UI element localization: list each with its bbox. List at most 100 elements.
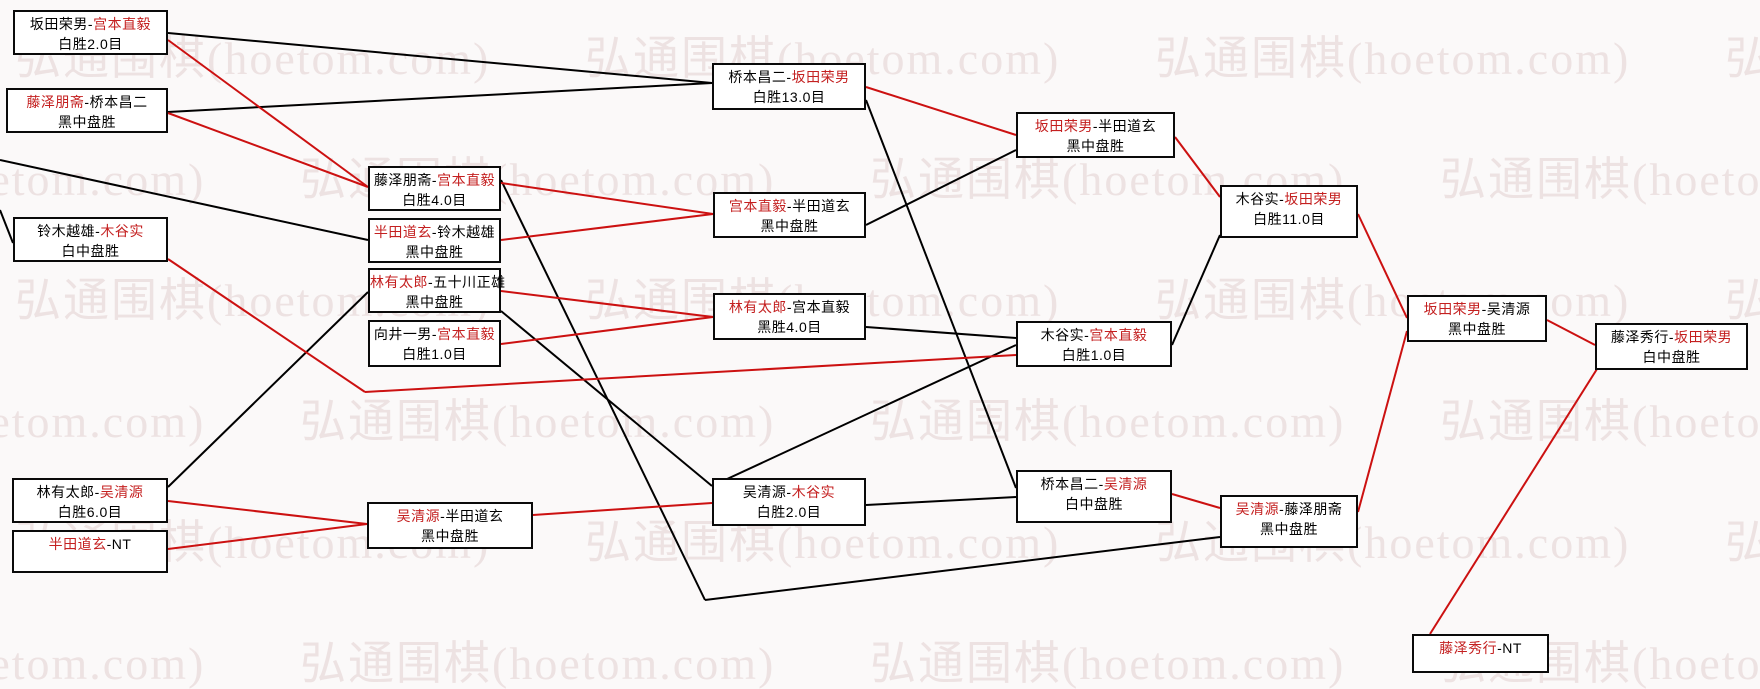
match-players: 坂田荣男-半田道玄 bbox=[1018, 116, 1173, 136]
connector-line-black bbox=[704, 536, 1221, 601]
player-name: 宫本直毅 bbox=[728, 198, 787, 214]
match-box: 坂田荣男-半田道玄黑中盘胜 bbox=[1016, 112, 1175, 158]
match-result: 白中盘胜 bbox=[61, 243, 120, 259]
connector-line-black bbox=[167, 291, 369, 488]
player-separator: - bbox=[786, 198, 793, 214]
connector-line-black bbox=[167, 32, 713, 84]
match-result: 白中盘胜 bbox=[1642, 349, 1701, 365]
watermark-text: 弘通围棋(hoetom.com) bbox=[1725, 33, 1760, 84]
player-name: 坂田荣男 bbox=[1423, 301, 1482, 317]
match-players: 藤泽秀行-NT bbox=[1414, 638, 1547, 658]
player-name: 木谷实 bbox=[791, 484, 836, 500]
connector-line-red bbox=[865, 86, 1017, 136]
match-result: 黑中盘胜 bbox=[58, 114, 116, 130]
player-name: 坂田荣男 bbox=[1284, 191, 1343, 207]
watermark-text: 弘通围棋(hoetom.com) bbox=[300, 638, 776, 689]
match-players: 木谷实-坂田荣男 bbox=[1222, 189, 1356, 209]
match-result: 白胜6.0目 bbox=[57, 504, 123, 520]
player-name: 宫本直毅 bbox=[1089, 327, 1148, 343]
connector-line-red bbox=[1357, 330, 1408, 513]
match-box: 木谷实-宫本直毅白胜1.0目 bbox=[1016, 321, 1172, 367]
match-players: 林有太郎-吴清源 bbox=[14, 482, 166, 502]
player-name: 林有太郎 bbox=[36, 484, 95, 500]
player-name: NT bbox=[111, 536, 132, 552]
match-players: 坂田荣男-吴清源 bbox=[1409, 299, 1545, 319]
player-name: 宫本直毅 bbox=[93, 16, 152, 32]
match-result: 白胜1.0目 bbox=[402, 346, 467, 362]
match-box: 宫本直毅-半田道玄黑中盘胜 bbox=[713, 192, 866, 238]
player-separator: - bbox=[1098, 476, 1104, 492]
player-name: 藤泽秀行 bbox=[1610, 329, 1669, 345]
match-result: 黑中盘胜 bbox=[1066, 138, 1125, 154]
match-players: 桥本昌二-吴清源 bbox=[1018, 474, 1170, 494]
match-players: 宫本直毅-半田道玄 bbox=[715, 196, 864, 216]
match-players: 吴清源-藤泽朋斋 bbox=[1222, 499, 1356, 519]
player-name: 吴清源 bbox=[99, 484, 144, 500]
player-separator: - bbox=[1279, 191, 1285, 207]
match-players: 吴清源-木谷实 bbox=[714, 482, 864, 502]
connector-line-red bbox=[532, 502, 713, 516]
player-name: 木谷实 bbox=[1040, 327, 1085, 343]
player-separator: - bbox=[1092, 118, 1099, 134]
connector-line-red bbox=[364, 354, 1017, 393]
match-players: 林有太郎-五十川正雄 bbox=[370, 272, 505, 292]
player-name: 吴清源 bbox=[742, 484, 787, 500]
match-result: 白胜2.0目 bbox=[756, 504, 822, 520]
match-result: 白中盘胜 bbox=[1065, 496, 1123, 512]
match-box: 藤泽秀行-坂田荣男白中盘胜 bbox=[1595, 323, 1748, 370]
connector-line-red bbox=[500, 182, 714, 215]
watermark-text: 弘通围棋(hoetom.com) bbox=[0, 638, 206, 689]
match-result: 白胜2.0目 bbox=[58, 36, 123, 52]
match-result: 白胜13.0目 bbox=[752, 89, 826, 105]
connector-line-red bbox=[167, 523, 368, 550]
player-separator: - bbox=[431, 224, 438, 240]
match-box: 半田道玄-NT bbox=[12, 530, 168, 573]
match-players: 桥本昌二-坂田荣男 bbox=[714, 67, 864, 87]
connector-line-red bbox=[1429, 368, 1598, 635]
match-players: 藤泽秀行-坂田荣男 bbox=[1597, 327, 1746, 347]
connector-line-black bbox=[865, 326, 1017, 339]
match-box: 林有太郎-宫本直毅黑胜4.0目 bbox=[713, 293, 866, 340]
match-box: 铃木越雄-木谷实白中盘胜 bbox=[13, 217, 168, 262]
match-result: 黑中盘胜 bbox=[405, 294, 464, 310]
player-name: 铃木越雄 bbox=[37, 223, 96, 239]
player-name: 藤泽朋斋 bbox=[373, 172, 432, 188]
player-separator: - bbox=[1084, 327, 1090, 343]
match-players: 藤泽朋斋-桥本昌二 bbox=[8, 92, 166, 112]
player-separator: - bbox=[431, 172, 438, 188]
match-box: 桥本昌二-坂田荣男白胜13.0目 bbox=[712, 63, 866, 110]
match-result: 黑中盘胜 bbox=[760, 218, 819, 234]
match-players: 坂田荣男-宫本直毅 bbox=[15, 14, 166, 34]
watermark-text: 弘通围棋(hoetom.com) bbox=[1725, 517, 1760, 568]
match-result: 黑中盘胜 bbox=[1260, 521, 1318, 537]
match-result: 黑中盘胜 bbox=[421, 528, 479, 544]
player-name: 半田道玄 bbox=[48, 536, 107, 552]
match-result: 黑胜4.0目 bbox=[757, 319, 822, 335]
match-box: 吴清源-木谷实白胜2.0目 bbox=[712, 478, 866, 526]
match-box: 半田道玄-铃木越雄黑中盘胜 bbox=[368, 218, 501, 263]
player-name: 林有太郎 bbox=[728, 299, 787, 315]
connector-line-black bbox=[500, 179, 706, 601]
player-separator: - bbox=[1668, 329, 1675, 345]
match-players: 吴清源-半田道玄 bbox=[369, 506, 531, 526]
match-players: 向井一男-宫本直毅 bbox=[370, 324, 499, 344]
player-name: 五十川正雄 bbox=[433, 274, 506, 290]
connector-line-red bbox=[500, 213, 714, 241]
connector-line-red bbox=[1174, 136, 1221, 198]
match-box: 木谷实-坂田荣男白胜11.0目 bbox=[1220, 185, 1358, 238]
player-separator: - bbox=[106, 536, 112, 552]
player-name: 半田道玄 bbox=[445, 508, 504, 524]
player-name: 吴清源 bbox=[396, 508, 441, 524]
player-name: 吴清源 bbox=[1486, 301, 1531, 317]
player-name: 木谷实 bbox=[1235, 191, 1280, 207]
player-name: 藤泽朋斋 bbox=[26, 94, 85, 110]
player-name: 铃木越雄 bbox=[437, 224, 496, 240]
player-name: 坂田荣男 bbox=[29, 16, 88, 32]
match-result: 白胜1.0目 bbox=[1061, 347, 1127, 363]
match-box: 藤泽朋斋-宫本直毅白胜4.0目 bbox=[368, 166, 501, 211]
connector-line-red bbox=[167, 500, 368, 525]
connector-line-black bbox=[0, 209, 14, 244]
match-players: 藤泽朋斋-宫本直毅 bbox=[370, 170, 499, 190]
player-separator: - bbox=[428, 274, 434, 290]
match-box: 桥本昌二-吴清源白中盘胜 bbox=[1016, 470, 1172, 523]
